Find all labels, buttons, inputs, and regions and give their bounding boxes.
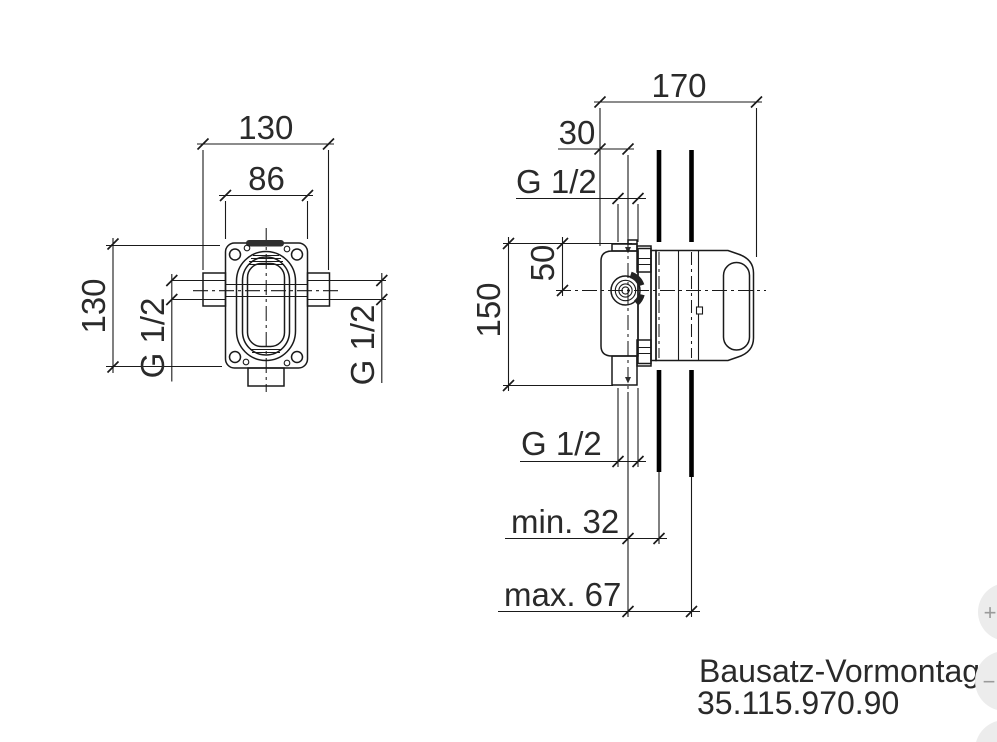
pipe-passage-lines xyxy=(225,283,308,298)
side-dim-port-spacing-label: 150 xyxy=(470,282,507,337)
knurled-collar-lower xyxy=(633,293,645,306)
side-dim-min-depth: min. 32 xyxy=(505,392,667,617)
caption: Bausatz-Vormontage 35.115.970.90 xyxy=(697,653,997,721)
side-dim-port-to-center: 50 xyxy=(524,237,564,296)
plate-bottom-block xyxy=(636,339,652,367)
front-thread-left-label: G 1/2 xyxy=(134,298,171,379)
side-dim-wall-to-port: 30 xyxy=(558,114,634,237)
front-dim-overall-height: 130 xyxy=(75,238,222,373)
side-dim-min-depth-label: min. 32 xyxy=(511,503,619,540)
minus-icon: − xyxy=(983,738,996,742)
plate-top-block xyxy=(636,245,652,273)
mounting-plate xyxy=(637,247,652,365)
side-dim-wall-to-port-label: 30 xyxy=(559,114,596,151)
side-dim-max-depth-label: max. 67 xyxy=(504,576,621,613)
zoom-in-button[interactable]: + xyxy=(978,583,997,641)
right-port-stub xyxy=(306,272,331,307)
front-dim-overall-width: 130 xyxy=(197,109,334,270)
pan-button[interactable]: − xyxy=(975,720,997,742)
plus-icon: + xyxy=(984,600,997,625)
bottom-outlet-tab xyxy=(247,367,285,387)
side-dimension-ticks xyxy=(502,95,763,618)
side-dim-overall-depth-label: 170 xyxy=(651,67,706,104)
side-dim-max-depth: max. 67 xyxy=(498,477,700,617)
minus-icon: − xyxy=(983,669,996,694)
knurled-collar-upper xyxy=(629,271,645,287)
side-thread-bottom-label: G 1/2 xyxy=(521,425,602,462)
side-thread-bottom: G 1/2 xyxy=(520,388,646,467)
front-thread-right-label: G 1/2 xyxy=(344,305,381,386)
side-thread-top-label: G 1/2 xyxy=(516,163,597,200)
front-dim-overall-width-label: 130 xyxy=(238,109,293,146)
front-dim-flange-width: 86 xyxy=(219,160,313,239)
zoom-out-button[interactable]: − xyxy=(975,651,997,711)
valve-spindle xyxy=(610,271,645,306)
bottom-port-stub xyxy=(611,355,638,386)
housing-seam-2 xyxy=(695,250,704,361)
side-dim-port-spacing: 150 xyxy=(470,237,632,391)
housing-outline xyxy=(655,249,755,362)
vent-grille-lines xyxy=(248,254,284,354)
wall-surface-lines xyxy=(656,150,694,477)
front-dim-flange-width-label: 86 xyxy=(248,160,285,197)
product-name: Bausatz-Vormontage xyxy=(699,653,997,689)
rough-body-outline xyxy=(600,250,639,357)
side-dim-overall-depth: 170 xyxy=(594,67,762,257)
side-view: 170 30 G 1/2 50 150 xyxy=(470,67,766,618)
floating-buttons: + − − xyxy=(975,583,997,742)
cartridge-oval xyxy=(235,250,297,362)
article-number: 35.115.970.90 xyxy=(697,685,899,721)
front-view: 130 86 130 G 1/2 G 1/2 xyxy=(75,109,388,392)
side-thread-top: G 1/2 xyxy=(516,163,646,242)
front-thread-left: G 1/2 xyxy=(134,274,203,382)
top-port-step xyxy=(627,239,638,245)
left-port-stub xyxy=(202,272,227,307)
flow-arrow-bottom xyxy=(625,377,631,384)
top-port-stub xyxy=(611,243,638,252)
front-dim-overall-height-label: 130 xyxy=(75,278,112,333)
top-port-cap xyxy=(246,240,284,247)
front-thread-right: G 1/2 xyxy=(329,273,386,386)
end-cap-band xyxy=(722,261,751,351)
flange-screw-holes xyxy=(228,244,304,367)
front-dimension-ticks xyxy=(106,137,388,374)
side-dim-port-to-center-label: 50 xyxy=(524,245,561,282)
